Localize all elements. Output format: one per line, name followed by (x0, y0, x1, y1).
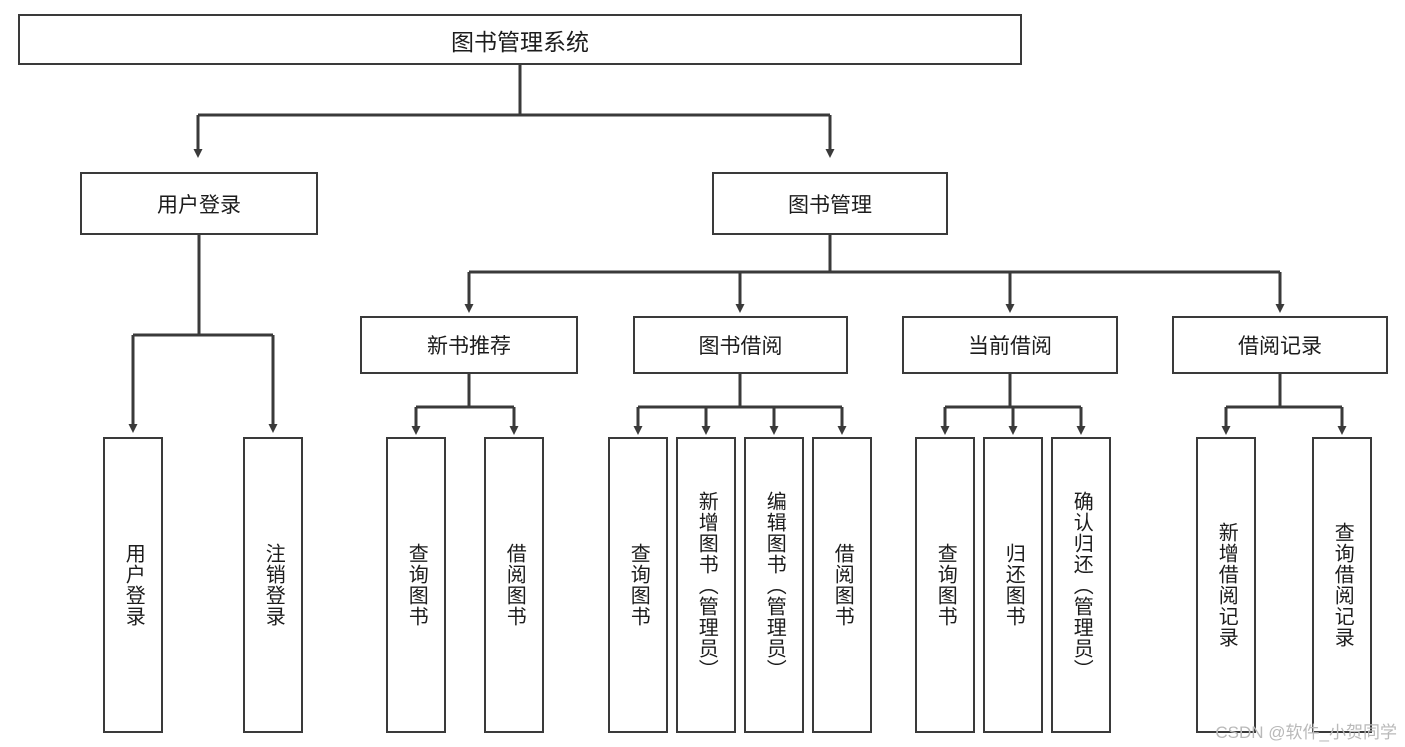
node-label: 图书管理系统 (451, 28, 589, 55)
node-label: 新书推荐 (427, 335, 511, 358)
node-leaf-9-归还图书: 归还图书 (983, 437, 1043, 733)
node-leaf-7-借阅图书: 借阅图书 (812, 437, 872, 733)
node-label: 借阅记录 (1238, 335, 1322, 358)
node-leaf-1-注销登录: 注销登录 (243, 437, 303, 733)
node-label: 查询图书 (627, 543, 650, 627)
node-label: 用户登录 (157, 193, 241, 217)
node-leaf-6-编辑图书（管理员）: 编辑图书（管理员） (744, 437, 804, 733)
node-leaf-11-新增借阅记录: 新增借阅记录 (1196, 437, 1256, 733)
node-label: 当前借阅 (968, 335, 1052, 358)
node-leaf-12-查询借阅记录: 查询借阅记录 (1312, 437, 1372, 733)
node-level3-新书推荐: 新书推荐 (360, 316, 578, 374)
node-label: 新增借阅记录 (1215, 522, 1238, 648)
node-label: 新增图书（管理员） (695, 490, 718, 680)
node-level3-图书借阅: 图书借阅 (633, 316, 848, 374)
node-label: 确认归还（管理员） (1070, 490, 1093, 680)
node-leaf-4-查询图书: 查询图书 (608, 437, 668, 733)
node-leaf-8-查询图书: 查询图书 (915, 437, 975, 733)
node-label: 注销登录 (262, 543, 285, 627)
node-label: 图书管理 (788, 193, 872, 217)
node-label: 编辑图书（管理员） (763, 490, 786, 680)
node-level2-图书管理: 图书管理 (712, 172, 948, 235)
node-label: 查询借阅记录 (1331, 522, 1354, 648)
watermark: CSDN @软件_小贺同学 (1215, 723, 1397, 742)
node-label: 查询图书 (405, 543, 428, 627)
node-label: 借阅图书 (831, 543, 854, 627)
node-label: 图书借阅 (698, 335, 783, 358)
node-label: 用户登录 (122, 543, 145, 627)
node-leaf-0-用户登录: 用户登录 (103, 437, 163, 733)
node-leaf-10-确认归还（管理员）: 确认归还（管理员） (1051, 437, 1111, 733)
node-label: 借阅图书 (503, 543, 526, 627)
node-root-图书管理系统: 图书管理系统 (18, 14, 1022, 65)
node-label: 查询图书 (934, 543, 957, 627)
node-level3-借阅记录: 借阅记录 (1172, 316, 1388, 374)
node-leaf-5-新增图书（管理员）: 新增图书（管理员） (676, 437, 736, 733)
node-level3-当前借阅: 当前借阅 (902, 316, 1118, 374)
node-label: 归还图书 (1002, 543, 1025, 627)
node-leaf-2-查询图书: 查询图书 (386, 437, 446, 733)
node-level2-用户登录: 用户登录 (80, 172, 318, 235)
node-leaf-3-借阅图书: 借阅图书 (484, 437, 544, 733)
